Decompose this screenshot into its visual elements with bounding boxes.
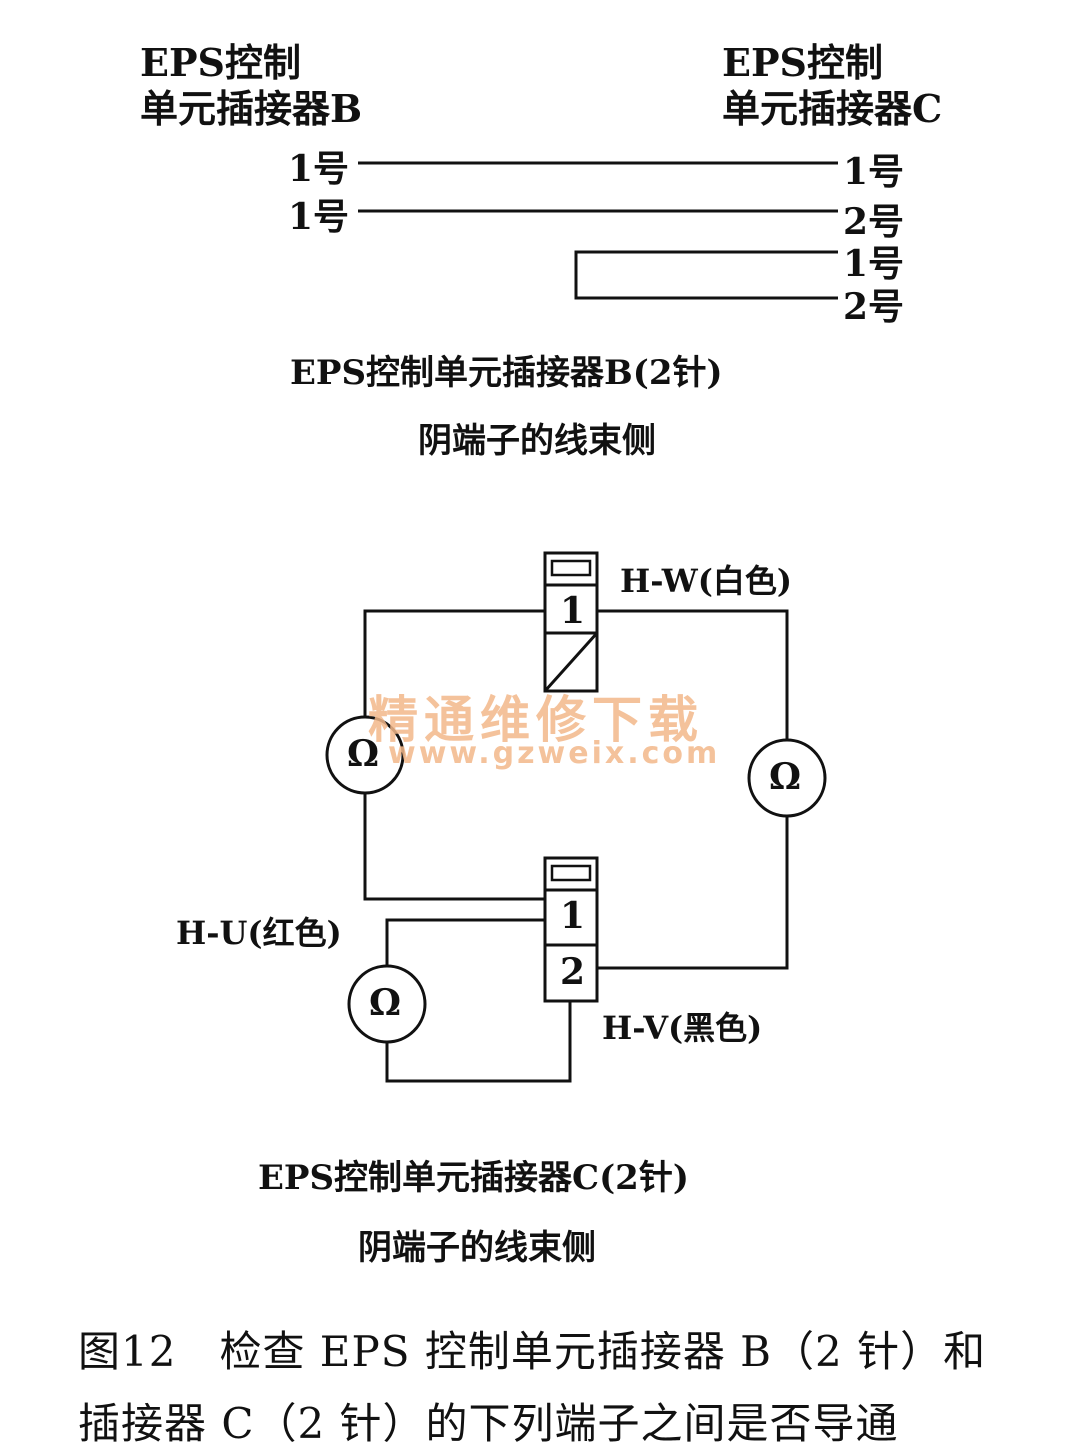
right-pin-label: 1号	[843, 151, 905, 193]
connector-hw	[543, 551, 599, 693]
connector-b-title-line1: EPS控制	[140, 40, 301, 85]
right-pin-label: 1号	[843, 243, 905, 285]
watermark-text: 精通维修下载	[368, 691, 704, 749]
figure-caption-line1: 图12 检查 EPS 控制单元插接器 B（2 针）和	[78, 1327, 987, 1376]
figure-caption-line2: 插接器 C（2 针）的下列端子之间是否导通	[78, 1399, 899, 1448]
connector-c-pin-2-number: 2	[560, 951, 586, 993]
connector-b-caption-sub: 阴端子的线束侧	[418, 421, 656, 461]
watermark-url: www.gzweix.com	[388, 736, 721, 771]
connector-hw-pin-number: 1	[560, 590, 586, 632]
wire-c1-c2-bridge	[574, 250, 838, 300]
ohm-symbol: Ω	[369, 982, 402, 1024]
terminal-label-hw: H-W(白色)	[620, 562, 792, 600]
ohmmeter-bottom	[347, 964, 427, 1044]
connector-c-pin-1-number: 1	[560, 895, 586, 937]
terminal-label-hv: H-V(黑色)	[602, 1009, 763, 1047]
ohmmeter-right	[747, 738, 827, 818]
connector-b-title-line2: 单元插接器B	[140, 86, 363, 131]
connector-c-caption: EPS控制单元插接器C(2针)	[258, 1158, 689, 1198]
left-pin-label: 1号	[288, 196, 350, 238]
left-pin-label: 1号	[288, 148, 350, 190]
right-pin-label: 2号	[843, 286, 905, 328]
connector-c-title-line1: EPS控制	[722, 40, 883, 85]
ohm-symbol: Ω	[769, 756, 802, 798]
ohmmeter-left	[325, 715, 405, 795]
connector-c-title-line2: 单元插接器C	[722, 86, 943, 131]
right-pin-label: 2号	[843, 201, 905, 243]
terminal-label-hu: H-U(红色)	[176, 914, 342, 952]
connector-b-caption: EPS控制单元插接器B(2针)	[290, 353, 723, 393]
connector-c-caption-sub: 阴端子的线束侧	[358, 1228, 596, 1268]
ohm-symbol: Ω	[347, 733, 380, 775]
